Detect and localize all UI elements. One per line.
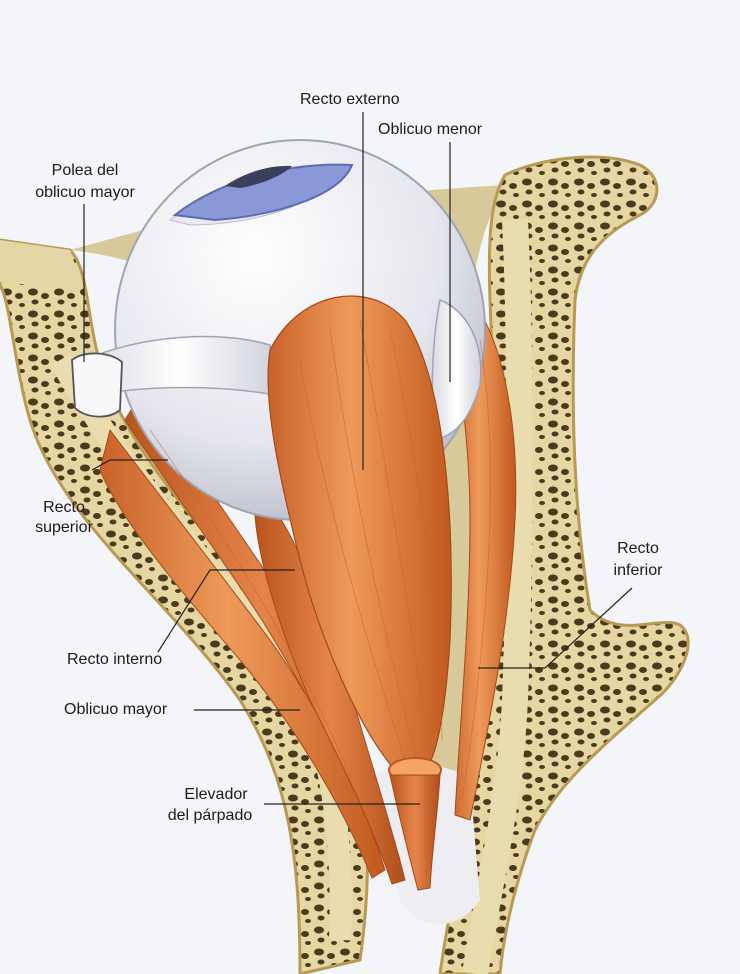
label-oblicuo-menor: Oblicuo menor	[378, 121, 483, 138]
pulley-trochlea	[71, 352, 123, 418]
label-recto-interno: Recto interno	[67, 651, 163, 668]
muscle-recto-inferior	[449, 299, 517, 821]
leader-recto-superior	[91, 459, 168, 471]
label-recto-superior-line2: superior	[35, 519, 93, 536]
label-recto-externo: Recto externo	[300, 91, 400, 108]
iris	[172, 163, 354, 222]
label-oblicuo-mayor: Oblicuo mayor	[64, 701, 168, 718]
muscle-fibers	[149, 319, 491, 801]
pupil	[225, 165, 292, 188]
leader-lines	[83, 112, 633, 805]
leader-recto-inferior	[478, 587, 633, 669]
label-polea-line1: Polea del	[51, 162, 119, 179]
oblicuo-menor-tendon	[431, 298, 482, 441]
leader-recto-interno	[157, 569, 295, 653]
label-polea-line2: oblicuo mayor	[35, 184, 135, 201]
label-recto-inferior-line1: Recto	[617, 540, 659, 557]
label-recto-inferior-line2: inferior	[613, 562, 663, 579]
muscle-oblicuo-mayor	[99, 428, 386, 879]
muscle-recto-externo	[267, 295, 452, 771]
label-recto-superior-line1: Recto	[43, 499, 85, 516]
label-elevador-line1: Elevador	[184, 786, 248, 803]
label-elevador-line2: del párpado	[167, 807, 253, 824]
